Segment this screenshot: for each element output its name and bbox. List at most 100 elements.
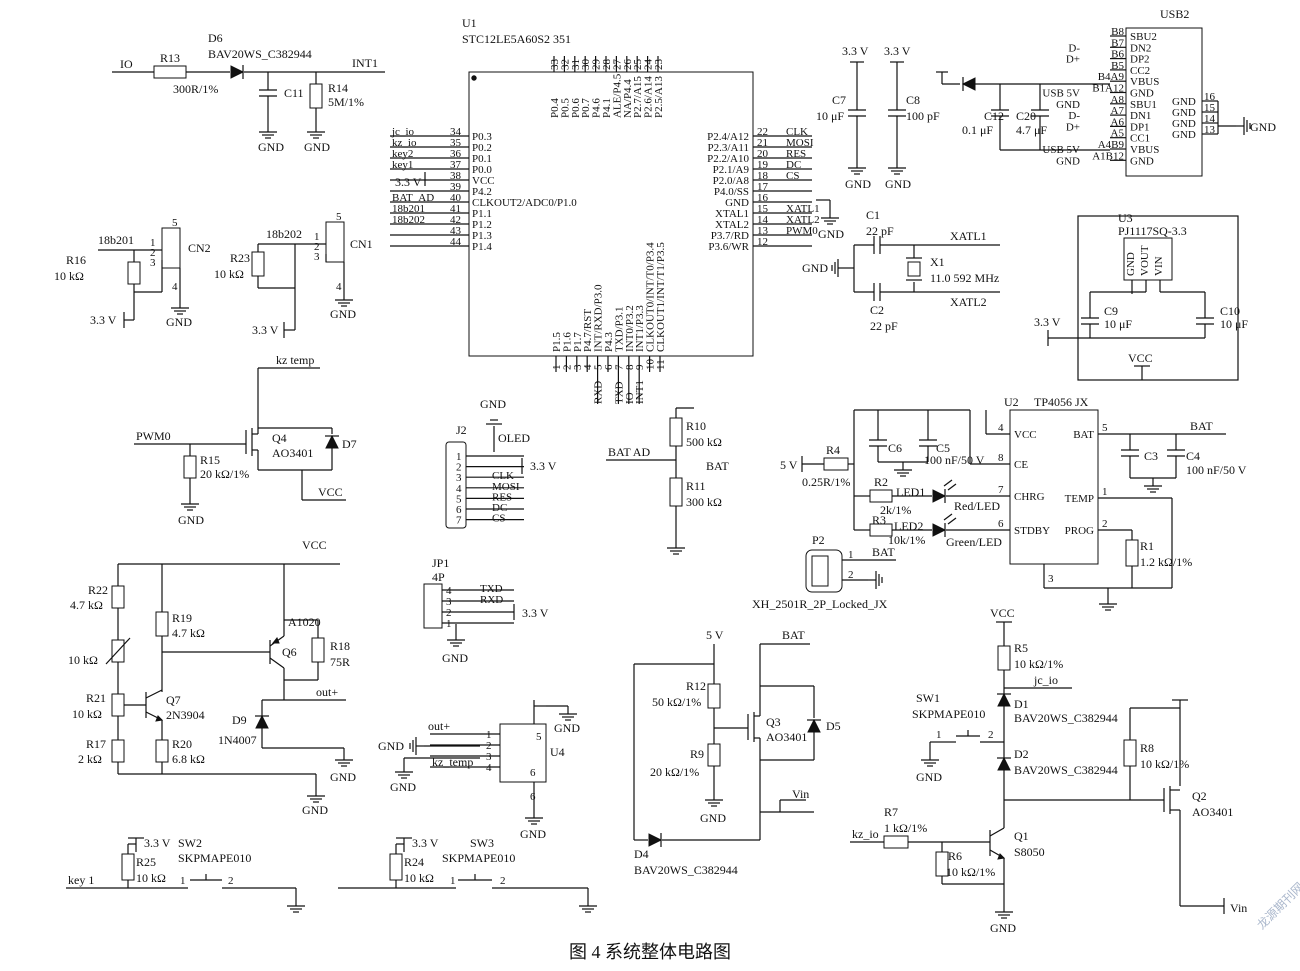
- net-label-kz-io: kz_io: [852, 827, 879, 841]
- jp1-body: [423, 583, 443, 629]
- u2-bat-net: BAT: [1190, 419, 1213, 433]
- u1-bottom-pin-num: 8: [624, 364, 636, 370]
- u1-bottom-pin-name: P4.7/RST: [582, 309, 594, 352]
- u1-body: [468, 71, 754, 357]
- u2-part: TP4056 JX: [1034, 395, 1089, 409]
- c9-ref: C9: [1104, 304, 1118, 318]
- u1-left-net: BAT_AD: [392, 192, 434, 204]
- u1-right-pin-num: 20: [757, 148, 769, 160]
- u1-top-pin-num: 33: [549, 59, 561, 71]
- u1-left-net: key1: [392, 159, 413, 171]
- diode-d4: [648, 832, 662, 848]
- resistor-r19: [155, 611, 169, 637]
- u1-bottom-pin-name: CLKOUT0/INT/T0/P3.4: [645, 242, 657, 352]
- r8-ref: R8: [1140, 741, 1154, 755]
- u3-pin-vin: VIN: [1153, 256, 1165, 276]
- c1-ref: C1: [866, 208, 880, 222]
- j2-pin-net: MOSI: [492, 481, 520, 493]
- r24-ref: R24: [404, 855, 424, 869]
- r5-ref: R5: [1014, 641, 1028, 655]
- u1-left-pin-name: P0.1: [472, 153, 492, 165]
- c20-ref: C20: [1016, 109, 1036, 123]
- u1-top-pin-name: P0.6: [570, 98, 582, 118]
- gnd-label: GND: [916, 770, 942, 784]
- thermostat-analog-block: VCC R22 4.7 kΩ 10 kΩ R21 10 kΩ R17 2 kΩ …: [68, 538, 356, 817]
- gnd-label: GND: [166, 315, 192, 329]
- u1-left-pin-num: 37: [450, 159, 462, 171]
- capacitor-c6: [868, 439, 888, 447]
- gnd-label: GND: [845, 177, 871, 191]
- crystal-oscillator-block: C1 22 pF XATL1 GND C2 22 pF XATL2 X1 11.…: [802, 208, 1000, 333]
- capacitor-c11: [258, 89, 278, 97]
- r3-ref: R3: [872, 513, 886, 527]
- sw3-part: SKPMAPE010: [442, 851, 515, 865]
- u2-left-pin-name: CE: [1014, 459, 1028, 471]
- svg-text:5: 5: [172, 217, 178, 229]
- capacitor-c1: [873, 235, 881, 255]
- gnd-label: GND: [304, 140, 330, 154]
- r24-value: 10 kΩ: [404, 871, 434, 885]
- resistor-r17: [111, 739, 125, 763]
- u2-right-pin-num: 2: [1102, 518, 1108, 530]
- u1-top-pin-num: 26: [622, 59, 634, 71]
- u4-out-net: out+: [428, 719, 450, 733]
- r2-ref: R2: [874, 475, 888, 489]
- u1-top-pin-num: 23: [653, 59, 665, 71]
- r17-value: 2 kΩ: [78, 752, 102, 766]
- u1-left-pin-name: P1.3: [472, 230, 492, 242]
- x1-ref: X1: [930, 255, 945, 269]
- u1-top-pin-num: 27: [611, 59, 623, 71]
- r21-value: 10 kΩ: [72, 707, 102, 721]
- net-label-io: IO: [120, 57, 133, 71]
- r3-value: 10k/1%: [888, 533, 925, 547]
- u1-top-pin-num: 24: [643, 59, 655, 71]
- diode-d5: [806, 719, 822, 733]
- usb2-left-net: D-: [1068, 42, 1080, 54]
- u1-right-net: MOSI: [786, 137, 814, 149]
- u1-left-net: key2: [392, 148, 413, 160]
- r4-ref: R4: [826, 443, 840, 457]
- u1-left-net: kz_io: [392, 137, 417, 149]
- crystal-x1: [907, 261, 921, 277]
- c8-ref: C8: [906, 93, 920, 107]
- d4-ref: D4: [634, 847, 649, 861]
- gnd-label: GND: [818, 227, 844, 241]
- sensor-connector-cn1: CN1 1 2 3 5 4 18b202 R23 10 kΩ 3.3 V GND: [214, 211, 373, 338]
- u3-frame: [1077, 215, 1239, 381]
- key-switch-sw2: 3.3 V R25 10 kΩ key 1 SW2 SKPMAPE010 1 2: [66, 836, 306, 913]
- c4-value: 100 nF/50 V: [1186, 463, 1247, 477]
- led2-part: Green/LED: [946, 535, 1002, 549]
- u2-ref: U2: [1004, 395, 1019, 409]
- r25-ref: R25: [136, 855, 156, 869]
- input-protection-block: IO R13 300R/1% D6 BAV20WS_C382944 INT1 C…: [112, 31, 385, 154]
- j2-pin-num: 7: [456, 515, 462, 527]
- resistor-r5: [997, 645, 1011, 671]
- usb2-left-pin-name: SBU1: [1130, 99, 1157, 111]
- usb2-right-pin-name: GND: [1172, 96, 1196, 108]
- svg-text:1: 1: [450, 875, 456, 887]
- capacitor-c2: [873, 282, 881, 302]
- j2-ref: J2: [456, 423, 467, 437]
- r14-value: 5M/1%: [328, 95, 364, 109]
- jp1-vcc-net: 3.3 V: [522, 606, 549, 620]
- r7-ref: R7: [884, 805, 898, 819]
- svg-text:2: 2: [848, 569, 854, 581]
- u3-body: [1123, 237, 1173, 281]
- r25-value: 10 kΩ: [136, 871, 166, 885]
- usb2-left-pin-id: B7: [1111, 37, 1124, 49]
- u1-bottom-pin-num: 2: [561, 365, 573, 371]
- cn1-vcc-net: 3.3 V: [252, 323, 279, 337]
- d1-ref: D1: [1014, 697, 1029, 711]
- u3-in-net: VCC: [1128, 351, 1153, 365]
- resistor-r2: [869, 489, 893, 503]
- u1-left-pin-num: 36: [450, 148, 462, 160]
- u1-left-pin-name: P0.0: [472, 164, 492, 176]
- net-label-bat-ad: BAT AD: [608, 445, 650, 459]
- u1-left-net: 18b202: [392, 214, 425, 226]
- u1-left-pin-num: 34: [450, 126, 462, 138]
- u4-ref: U4: [550, 745, 565, 759]
- net-label-xatl2: XATL2: [950, 295, 987, 309]
